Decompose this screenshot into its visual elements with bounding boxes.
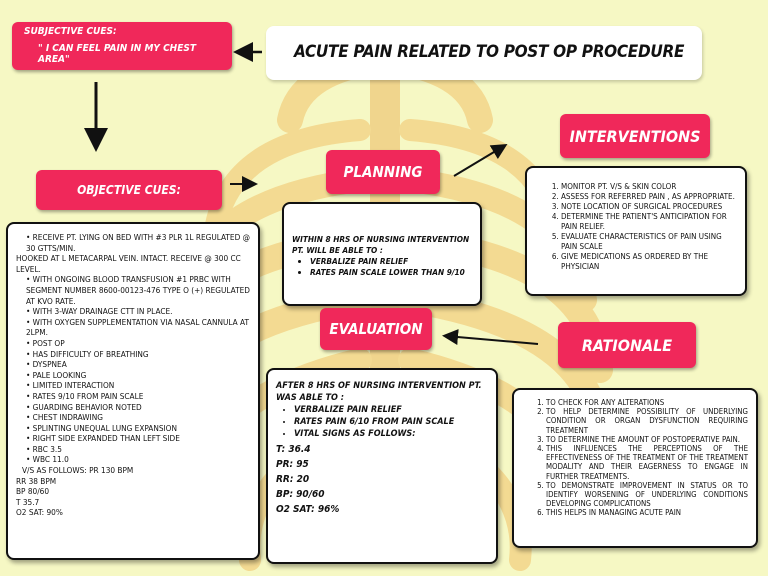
subjective-cues-title: SUBJECTIVE CUES: <box>24 26 117 37</box>
planning-title: PLANNING <box>343 163 423 181</box>
objective-cue-item: • HAS DIFFICULTY OF BREATHING <box>26 348 149 359</box>
planning-intro: WITHIN 8 HRS OF NURSING INTERVENTION PT.… <box>292 234 470 255</box>
interventions-box: MONITOR PT. V/S & SKIN COLORASSESS FOR R… <box>525 166 747 296</box>
intervention-item: DETERMINE THE PATIENT'S ANTICIPATION FOR… <box>561 212 735 232</box>
evaluation-title: EVALUATION <box>329 320 423 338</box>
objective-cue-item: • WITH ONGOING BLOOD TRANSFUSION #1 PRBC… <box>26 274 250 306</box>
objective-cue-item: • LIMITED INTERACTION <box>26 380 115 391</box>
objective-vital-line: BP 80/60 <box>16 486 50 497</box>
subjective-cues-quote: " I CAN FEEL PAIN IN MY CHEST AREA" <box>38 43 196 65</box>
nursing-diagnosis-box: ACUTE PAIN RELATED TO POST OP PROCEDURE <box>266 26 702 80</box>
evaluation-vital-line: T: 36.4 <box>276 444 311 455</box>
intervention-item: EVALUATE CHARACTERISTICS OF PAIN USING P… <box>561 232 735 252</box>
interventions-title: INTERVENTIONS <box>569 126 701 146</box>
planning-item: VERBALIZE PAIN RELIEF <box>310 256 474 267</box>
objective-cues-title: OBJECTIVE CUES: <box>77 183 181 197</box>
objective-cue-item: • PALE LOOKING <box>26 369 87 380</box>
rationale-item: TO HELP DETERMINE POSSIBILITY OF UNDERLY… <box>546 407 748 435</box>
evaluation-item: VITAL SIGNS AS FOLLOWS: <box>294 428 490 440</box>
objective-cue-item: • SPLINTING UNEQUAL LUNG EXPANSION <box>26 422 177 433</box>
evaluation-box: AFTER 8 HRS OF NURSING INTERVENTION PT. … <box>266 368 498 564</box>
intervention-item: GIVE MEDICATIONS AS ORDERED BY THE PHYSI… <box>561 252 735 272</box>
evaluation-vital-line: RR: 20 <box>276 474 310 485</box>
rationale-item: THIS INFLUENCES THE PERCEPTIONS OF THE E… <box>546 444 748 481</box>
rationale-item: TO DEMONSTRATE IMPROVEMENT IN STATUS OR … <box>546 481 748 509</box>
rationale-list: TO CHECK FOR ANY ALTERATIONSTO HELP DETE… <box>534 398 748 518</box>
rationale-box: TO CHECK FOR ANY ALTERATIONSTO HELP DETE… <box>512 388 758 548</box>
objective-vital-line: V/S AS FOLLOWS: PR 130 BPM <box>22 465 134 476</box>
objective-cue-item: • RECEIVE PT. LYING ON BED WITH #3 PLR 1… <box>26 232 250 253</box>
objective-cue-item: • CHEST INDRAWING <box>26 412 103 423</box>
objective-vital-line: T 35.7 <box>16 496 40 507</box>
planning-box: WITHIN 8 HRS OF NURSING INTERVENTION PT.… <box>282 202 482 306</box>
evaluation-item: VERBALIZE PAIN RELIEF <box>294 404 490 416</box>
subjective-cues-box: SUBJECTIVE CUES: " I CAN FEEL PAIN IN MY… <box>12 22 232 70</box>
interventions-list: MONITOR PT. V/S & SKIN COLORASSESS FOR R… <box>549 182 735 272</box>
objective-vital-line: O2 SAT: 90% <box>16 507 63 518</box>
evaluation-intro: AFTER 8 HRS OF NURSING INTERVENTION PT. … <box>276 381 482 403</box>
objective-cue-item: • WBC 11.0 <box>26 454 69 465</box>
evaluation-vital-line: BP: 90/60 <box>276 489 325 500</box>
evaluation-title-box: EVALUATION <box>320 308 432 350</box>
rationale-title-box: RATIONALE <box>558 322 696 368</box>
objective-cue-item: • RATES 9/10 FROM PAIN SCALE <box>26 390 144 401</box>
interventions-title-box: INTERVENTIONS <box>560 114 710 158</box>
objective-cue-item: • RBC 3.5 <box>26 443 62 454</box>
rationale-item: TO CHECK FOR ANY ALTERATIONS <box>546 398 748 407</box>
intervention-item: ASSESS FOR REFERRED PAIN , AS APPROPRIAT… <box>561 192 735 202</box>
nursing-diagnosis-text: ACUTE PAIN RELATED TO POST OP PROCEDURE <box>294 42 685 62</box>
objective-cues-list: • RECEIVE PT. LYING ON BED WITH #3 PLR 1… <box>16 232 252 465</box>
objective-cues-box: • RECEIVE PT. LYING ON BED WITH #3 PLR 1… <box>6 222 260 560</box>
evaluation-list: VERBALIZE PAIN RELIEFRATES PAIN 6/10 FRO… <box>276 404 490 440</box>
planning-item: RATES PAIN SCALE LOWER THAN 9/10 <box>310 267 474 278</box>
objective-vital-line: RR 38 BPM <box>16 475 57 486</box>
objective-cue-item: • RIGHT SIDE EXPANDED THAN LEFT SIDE <box>26 433 180 444</box>
planning-title-box: PLANNING <box>326 150 440 194</box>
objective-cue-item: • POST OP <box>26 337 65 348</box>
evaluation-vital-line: O2 SAT: 96% <box>276 504 340 515</box>
objective-cue-item: • WITH 3-WAY DRAINAGE CTT IN PLACE. <box>26 306 173 317</box>
objective-cue-item: • GUARDING BEHAVIOR NOTED <box>26 401 142 412</box>
evaluation-vital-line: PR: 95 <box>276 459 309 470</box>
rationale-item: TO DETERMINE THE AMOUNT OF POSTOPERATIVE… <box>546 435 748 444</box>
objective-cue-item: • DYSPNEA <box>26 359 67 370</box>
rationale-title: RATIONALE <box>581 335 673 355</box>
objective-cues-title-box: OBJECTIVE CUES: <box>36 170 222 210</box>
intervention-item: NOTE LOCATION OF SURGICAL PROCEDURES <box>561 202 735 212</box>
evaluation-item: RATES PAIN 6/10 FROM PAIN SCALE <box>294 416 490 428</box>
objective-cue-item: HOOKED AT L METACARPAL VEIN. INTACT. REC… <box>16 253 241 274</box>
objective-cue-item: • WITH OXYGEN SUPPLEMENTATION VIA NASAL … <box>26 316 249 338</box>
planning-list: VERBALIZE PAIN RELIEFRATES PAIN SCALE LO… <box>292 256 474 278</box>
rationale-item: THIS HELPS IN MANAGING ACUTE PAIN <box>546 508 748 517</box>
intervention-item: MONITOR PT. V/S & SKIN COLOR <box>561 182 735 192</box>
